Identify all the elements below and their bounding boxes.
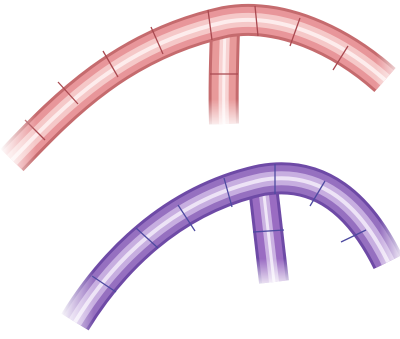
lower-filament bbox=[75, 164, 388, 322]
upper-main-arc bbox=[12, 6, 385, 160]
upper-filament bbox=[12, 6, 385, 160]
lower-main-arc bbox=[75, 164, 388, 322]
upper-branch bbox=[210, 30, 238, 124]
